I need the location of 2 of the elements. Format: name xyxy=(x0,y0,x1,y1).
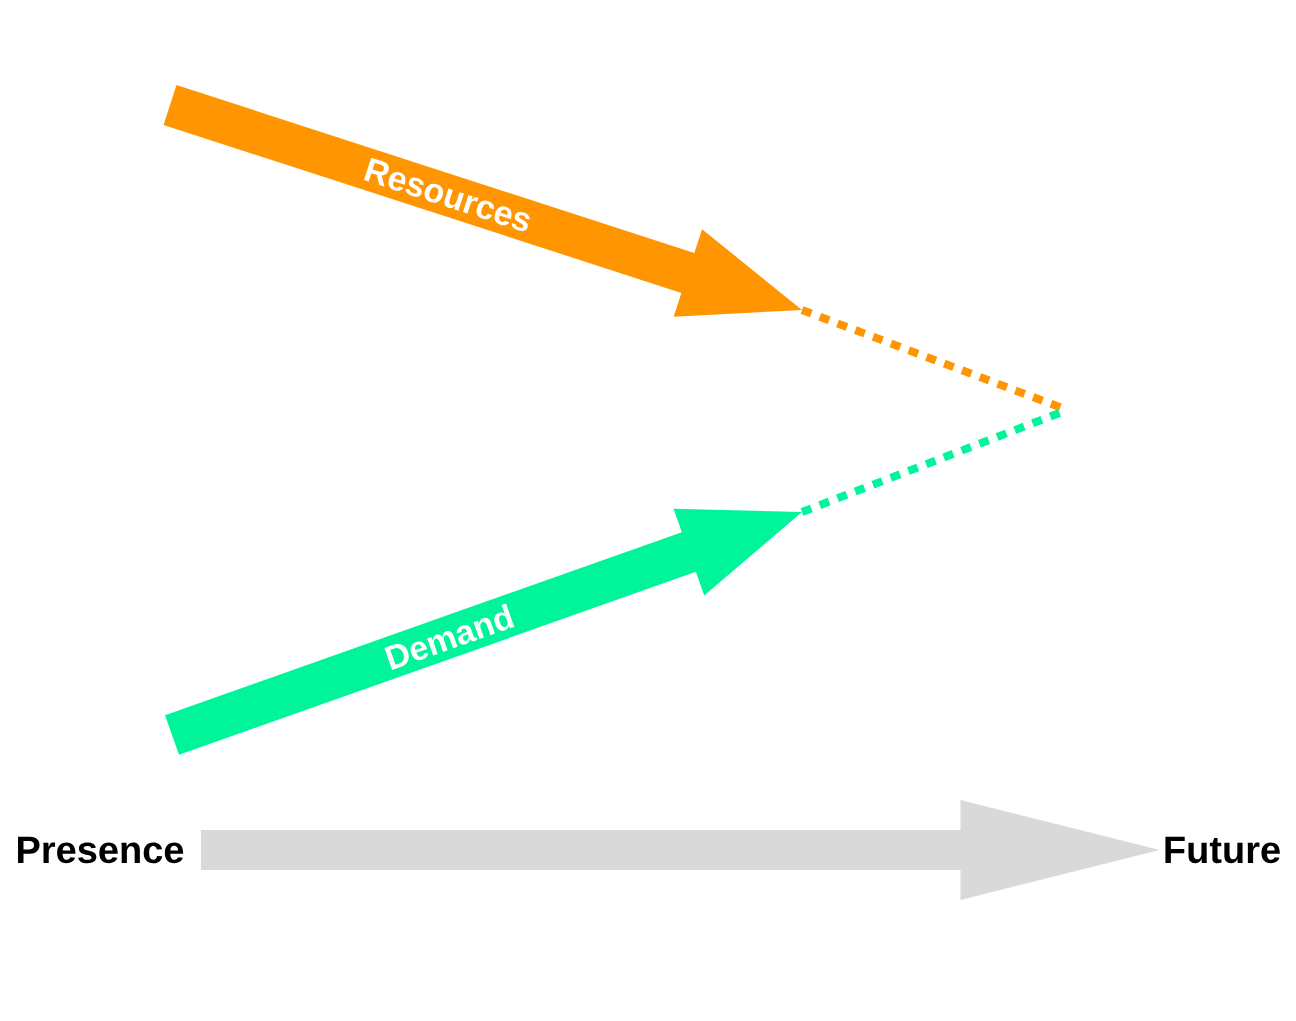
axis-label: Future xyxy=(1165,836,1280,864)
axis-label: Presence xyxy=(18,836,184,864)
